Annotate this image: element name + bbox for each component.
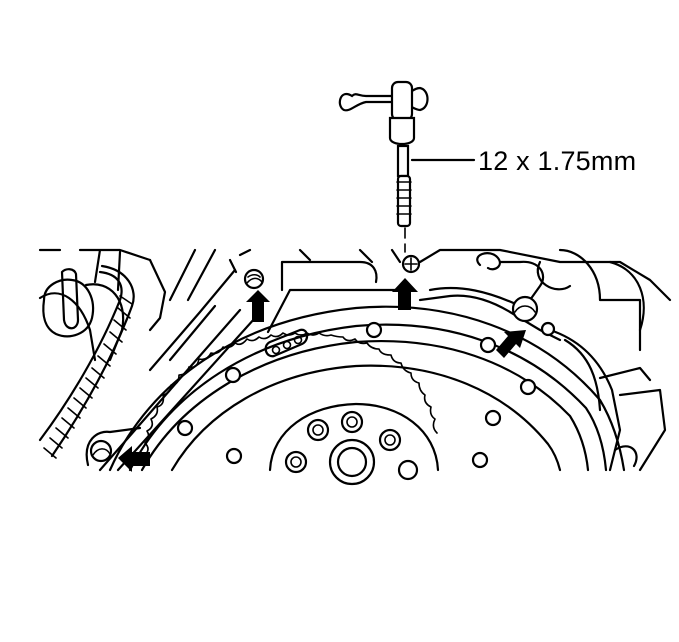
crankshaft-hub <box>268 402 440 486</box>
flywheel <box>85 254 626 472</box>
arrow-top-center <box>392 278 418 310</box>
t-handle-tap-wrench <box>338 80 429 253</box>
thread-size-callout: 12 x 1.75mm <box>478 146 637 176</box>
arrow-right <box>496 330 526 358</box>
engine-block-outline <box>38 248 672 472</box>
arrow-lower-left <box>118 446 150 472</box>
thread-tap-tool <box>396 174 412 228</box>
arrow-upper-left <box>246 290 270 322</box>
